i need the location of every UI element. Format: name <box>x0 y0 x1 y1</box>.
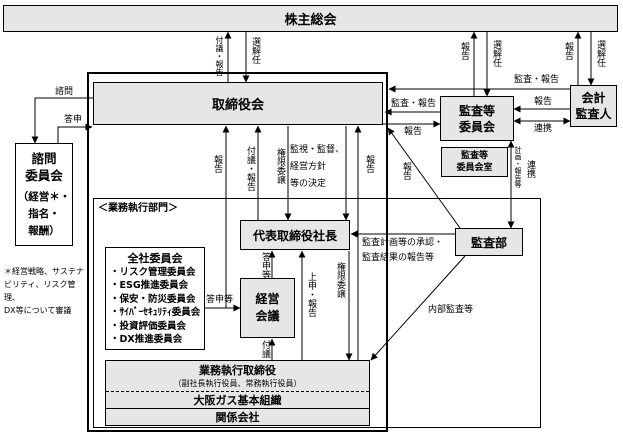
label-accounting-auditor-to-board: 監査・報告 <box>514 75 560 85</box>
management-meeting-title-2: 会議 <box>255 309 280 323</box>
label-company-committees-to-board: 報告 <box>212 155 222 173</box>
footnote-line-1: ＊経営戦略、サステナ <box>4 267 84 276</box>
list-item: ・DX推進委員会 <box>110 334 183 346</box>
audit-committee-office-box: 監査等 委員会室 <box>441 147 508 177</box>
label-board-to-audit-committee: 報告 <box>404 127 423 137</box>
affiliates-label: 関係会社 <box>215 411 260 424</box>
label-audit-committee-internal-audit-link: 連携 <box>525 160 535 178</box>
label-company-committees-to-management-meeting: 答申等 <box>206 295 234 305</box>
advisory-title-2: 委員会 <box>25 167 63 183</box>
exec-division-frame <box>93 198 541 428</box>
audit-committee-box: 監査等 委員会 <box>440 96 514 141</box>
management-meeting-box: 経営 会議 <box>240 278 295 338</box>
list-item: ・投資評価委員会 <box>110 320 187 332</box>
company-committees-title: 全社委員会 <box>127 252 183 265</box>
board-label: 取締役会 <box>211 98 264 113</box>
label-audit-committee-to-shareholders: 報告 <box>459 42 469 60</box>
label-shareholders-to-board: 選解任 <box>250 37 260 64</box>
exec-division-label: ＜業務執行部門＞ <box>98 203 178 214</box>
label-exec-directors-to-president: 上申・報告 <box>306 272 316 317</box>
board-box: 取締役会 <box>93 82 383 125</box>
board-thick-frame <box>87 72 388 432</box>
exec-directors-sub: （副社長執行役員、常務執行役員） <box>173 378 302 388</box>
audit-committee-title-1: 監査等 <box>458 103 495 118</box>
management-meeting-title-1: 経営 <box>255 292 280 306</box>
company-committees-box: 全社委員会 ・リスク管理委員会 ・ESG推進委員会 ・保安・防災委員会 ・ｻｲﾊ… <box>105 247 205 350</box>
advisory-title-1: 諮問 <box>31 150 57 166</box>
label-management-meeting-to-president: 答申等 <box>260 252 270 279</box>
label-accounting-auditor-audit-committee-link: 連携 <box>534 124 553 134</box>
list-item: ・リスク管理委員会 <box>110 267 196 278</box>
internal-audit-box: 監査部 <box>455 228 523 256</box>
audit-office-title-2: 委員会室 <box>456 163 493 173</box>
footnote: ＊経営戦略、サステナ ビリティ、リスク管理、 DX等について審議 <box>4 265 90 317</box>
label-board-to-advisory: 諮問 <box>55 87 74 97</box>
shareholders-meeting-label: 株主総会 <box>284 13 337 28</box>
label-board-to-shareholders: 付議・報告 <box>215 36 224 76</box>
footnote-line-3: DX等について審議 <box>4 306 72 315</box>
label-internal-audit-to-board: 報告 <box>401 162 411 180</box>
advisory-members-2: 指名・ <box>28 207 60 220</box>
basic-org-row: 大阪ガス基本組織 <box>106 392 369 409</box>
label-president-to-exec-directors: 権限委譲 <box>335 262 345 298</box>
exec-directors-row: 業務執行取締役 （副社長執行役員、常務執行役員） <box>106 361 369 392</box>
label-shareholders-to-accounting-auditor: 選解任 <box>595 40 605 67</box>
label-accounting-auditor-to-audit-committee: 報告 <box>534 97 553 107</box>
label-audit-committee-internal-audit-plan: 計画・報告等 <box>514 146 522 188</box>
company-committees-list: ・リスク管理委員会 ・ESG推進委員会 ・保安・防災委員会 ・ｻｲﾊﾞｰｾｷｭﾘ… <box>106 266 200 346</box>
accounting-auditor-title-1: 会計 <box>581 91 606 105</box>
shareholders-meeting-box: 株主総会 <box>3 5 618 32</box>
internal-audit-label: 監査部 <box>470 235 507 250</box>
label-board-to-president-delegation: 権限委譲 <box>275 148 285 184</box>
advisory-members-1: （経営＊・ <box>17 190 71 203</box>
affiliates-row: 関係会社 <box>106 409 369 425</box>
label-president-to-board: 付議・報告 <box>245 146 255 191</box>
label-exec-directors-to-board: 報告 <box>364 155 374 173</box>
president-label: 代表取締役社長 <box>252 228 337 243</box>
label-internal-audit-to-president-1: 監査計画等の承認・ <box>362 238 444 248</box>
label-board-oversight-2: 経営方針 <box>290 162 327 172</box>
label-advisory-to-board: 答申 <box>64 115 83 125</box>
audit-committee-title-2: 委員会 <box>458 119 495 134</box>
list-item: ・保安・防災委員会 <box>110 293 196 305</box>
audit-office-title-1: 監査等 <box>460 151 488 161</box>
accounting-auditor-title-2: 監査人 <box>575 107 612 121</box>
accounting-auditor-box: 会計 監査人 <box>570 85 617 127</box>
label-shareholders-to-audit-committee: 選解任 <box>491 40 501 67</box>
exec-directors-title: 業務執行取締役 <box>199 363 276 377</box>
list-item: ・ESG推進委員会 <box>110 280 189 292</box>
advisory-committee-box: 諮問 委員会 （経営＊・ 指名・ 報酬） <box>15 143 73 246</box>
label-audit-committee-to-board: 監査・報告 <box>391 99 437 109</box>
label-internal-audit-to-exec-directors: 内部監査等 <box>428 305 474 315</box>
label-accounting-auditor-to-shareholders: 報告 <box>563 42 573 60</box>
label-board-oversight-3: 等の決定 <box>290 179 327 189</box>
footnote-line-2: ビリティ、リスク管理、 <box>4 280 76 302</box>
label-exec-directors-to-management-meeting: 付議 <box>260 340 270 358</box>
list-item: ・ｻｲﾊﾞｰｾｷｭﾘﾃｨ委員会 <box>110 307 201 319</box>
exec-directors-stack: 業務執行取締役 （副社長執行役員、常務執行役員） 大阪ガス基本組織 関係会社 <box>105 360 370 426</box>
president-box: 代表取締役社長 <box>240 220 350 250</box>
label-board-oversight-1: 監視・監督、 <box>290 145 345 155</box>
label-internal-audit-to-president-2: 監査結果の報告等 <box>362 253 435 263</box>
basic-org-label: 大阪ガス基本組織 <box>193 394 282 407</box>
advisory-members-3: 報酬） <box>28 224 60 237</box>
